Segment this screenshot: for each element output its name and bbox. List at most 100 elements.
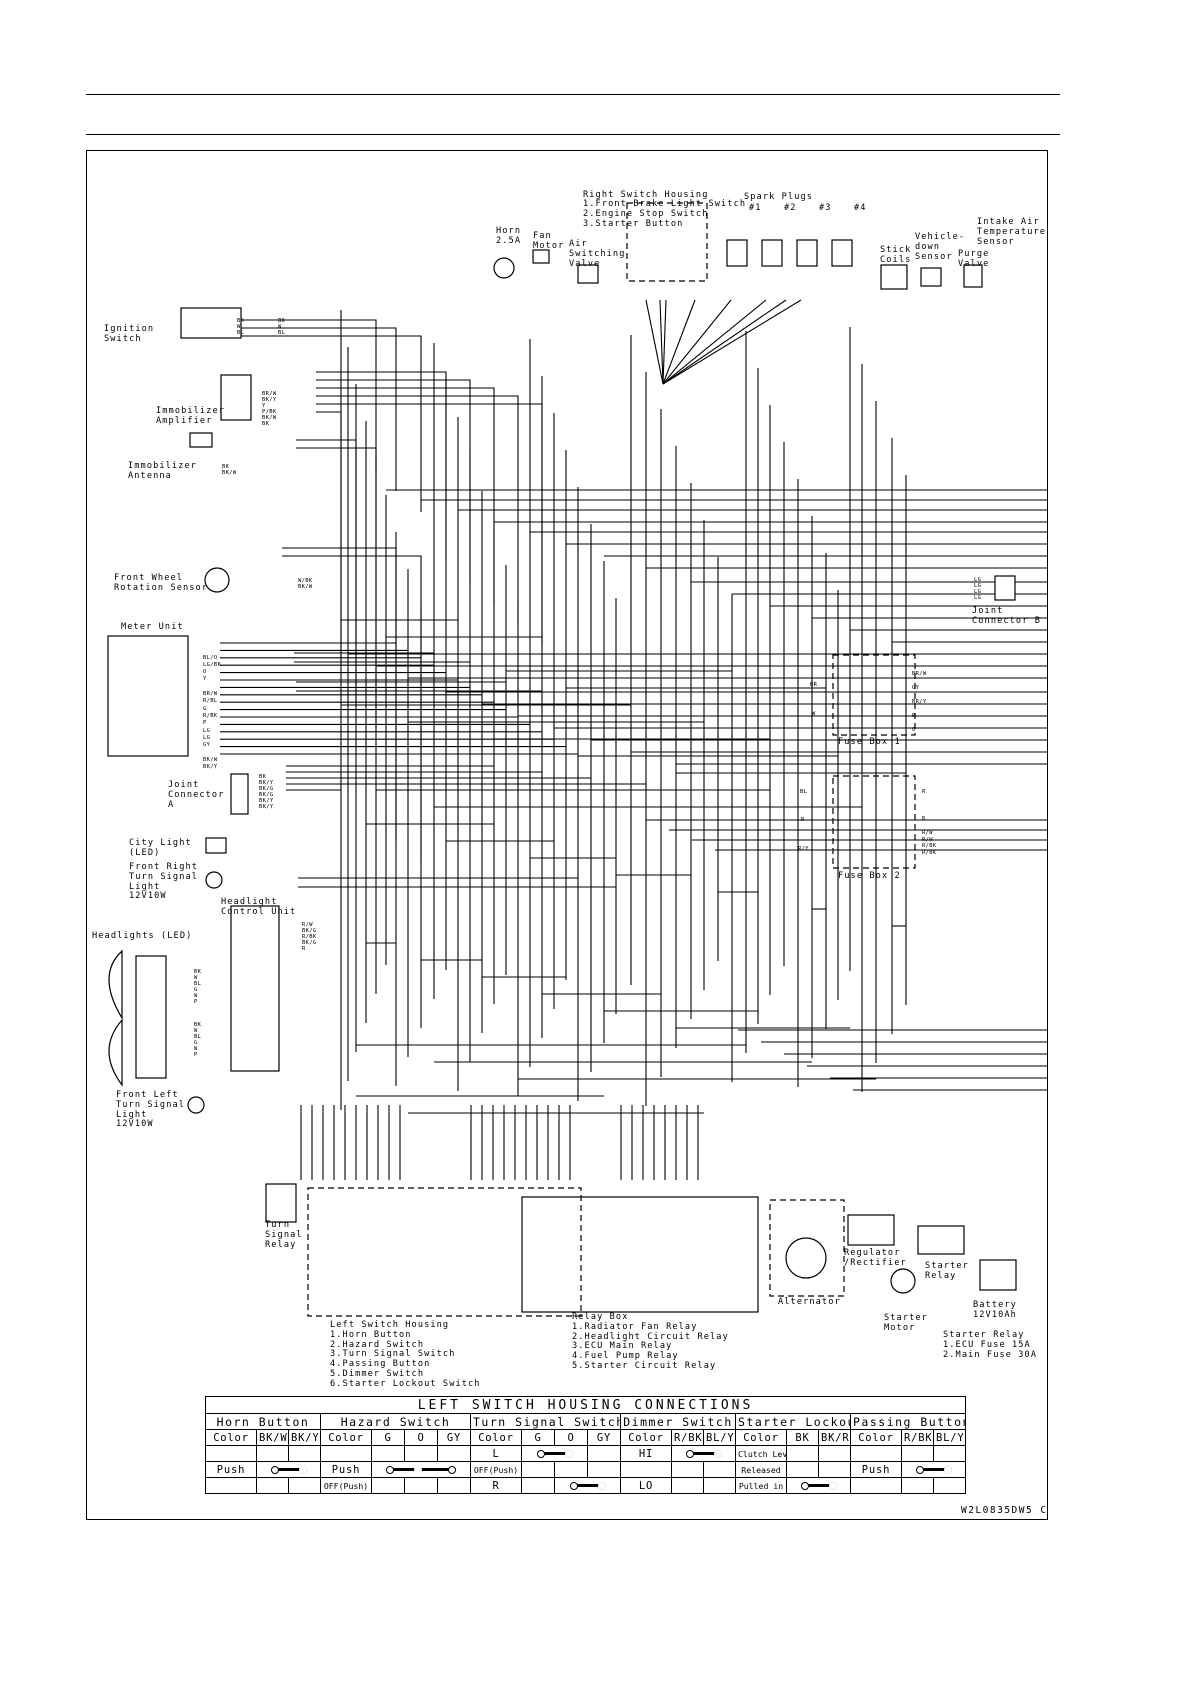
table-cell [404,1477,438,1494]
alternator-box [769,1199,845,1297]
table-cell [371,1445,405,1462]
right-switch-housing-box [626,202,708,282]
left-lead-wire [282,555,422,862]
front-right-turn-lamp [205,871,223,889]
meter-unit-box [107,635,189,757]
table-cell [850,1477,902,1494]
left-lead-wire [296,439,357,707]
table-cell: Push [320,1461,372,1478]
table-cell: GY [437,1429,471,1446]
table-cell [205,1445,257,1462]
city-light [205,837,227,854]
headlight-lo [108,1018,123,1087]
group-passing-button: Passing Button [849,1413,967,1430]
fuse-box-2-in-bl: BL [800,789,808,795]
table-cell [703,1461,736,1478]
table-cell [554,1477,621,1494]
table-cell [671,1477,704,1494]
immobilizer-amplifier-box [220,374,252,421]
table-cell: OFF(Push) [320,1477,372,1494]
table-cell [320,1445,372,1462]
table-cell [256,1461,321,1478]
left-lead-wire [316,411,342,666]
table-cell [554,1461,588,1478]
table-cell [205,1477,257,1494]
intake-air-sensor-box [963,264,983,288]
table-cell [587,1461,621,1478]
air-switching-valve-box [577,264,599,284]
continuity-bar [386,1465,456,1474]
continuity-bar [800,1481,837,1490]
fuse-box-1-in-br: BR [810,682,818,688]
table-cell [256,1445,289,1462]
table-cell [256,1477,289,1494]
coil-lead-wire [645,299,664,385]
turn-signal-relay-box [265,1183,297,1223]
battery-box [979,1259,1017,1291]
plug-number-1: #1 [749,203,762,213]
left-lead-wire [316,379,471,582]
joint-connector-a [230,773,249,815]
table-cell [786,1461,819,1478]
table-cell [288,1445,321,1462]
table-cell [900,1461,967,1478]
table-cell: Color [620,1429,672,1446]
table-cell [620,1461,672,1478]
fuse-box-1-in-w: W [812,711,816,717]
fuse-box-1-label: Fuse Box 1 [838,737,901,747]
table-cell [901,1445,934,1462]
headlights-label: Headlights (LED) [92,931,193,941]
table-cell [521,1477,555,1494]
table-cell: G [371,1429,405,1446]
table-cell: BK/W [256,1429,289,1446]
table-cell: OFF(Push) [470,1461,522,1478]
table-cell: L [470,1445,522,1462]
city-light-label: City Light(LED) [129,838,192,858]
group-hazard-switch: Hazard Switch [320,1413,471,1430]
stick-coil-1 [726,239,748,267]
table-cell: Color [320,1429,372,1446]
front-wheel-sensor [204,567,230,593]
wire-bundle [220,299,1048,1180]
regulator-rectifier-box [847,1214,895,1246]
table-cell: Color [850,1429,902,1446]
group-horn-button: Horn Button [205,1413,321,1430]
left-lead-wire [316,387,495,603]
left-lead-wire [239,335,422,512]
table-cell [703,1477,736,1494]
header-rule-bottom [86,134,1060,135]
table-cell: Push [850,1461,902,1478]
fuse-box-2-outline [832,775,916,869]
stick-coil-3 [796,239,818,267]
table-cell [932,1477,967,1494]
table-cell: BK [786,1429,819,1446]
table-cell [371,1477,405,1494]
table-cell [288,1477,321,1494]
continuity-bar [270,1465,307,1474]
coil-lead-wire [662,299,787,385]
regulator-rectifier-label: Regulator/Rectifier [844,1248,907,1268]
plug-number-4: #4 [854,203,867,213]
table-cell: Color [205,1429,257,1446]
table-cell: BK/Y [288,1429,321,1446]
coil-lead-wire [662,299,802,385]
table-cell [901,1477,934,1494]
table-cell: R/BK [671,1429,704,1446]
